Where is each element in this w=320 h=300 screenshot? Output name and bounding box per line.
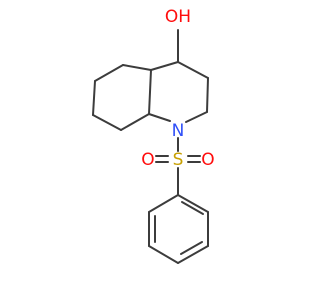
bond	[177, 194, 209, 213]
bond	[148, 113, 171, 122]
bond	[180, 241, 203, 255]
hydroxyl-label: OH	[165, 7, 191, 27]
bond	[206, 77, 209, 113]
bond	[92, 80, 96, 116]
bond	[181, 201, 204, 215]
bond	[148, 194, 179, 213]
piperidine-ring	[148, 61, 209, 123]
chemical-structure: OH N S O O	[92, 7, 215, 264]
bond	[122, 64, 152, 71]
bond	[150, 61, 179, 71]
bond	[148, 245, 179, 264]
bond	[185, 111, 208, 123]
bond	[94, 64, 124, 82]
bond	[148, 69, 152, 115]
bond	[177, 61, 209, 79]
bond	[120, 113, 150, 131]
sulfonyl-oxygen-left-label: O	[141, 150, 154, 170]
nitrogen-label: N	[172, 121, 185, 141]
sulfonyl-oxygen-right-label: O	[201, 150, 214, 170]
bond	[177, 245, 209, 264]
sulfur-label: S	[173, 150, 184, 170]
bond	[92, 114, 122, 131]
cyclohexane-ring	[92, 64, 152, 131]
phenyl-ring	[148, 194, 209, 264]
sulfonyl-double-bonds	[155, 155, 201, 163]
